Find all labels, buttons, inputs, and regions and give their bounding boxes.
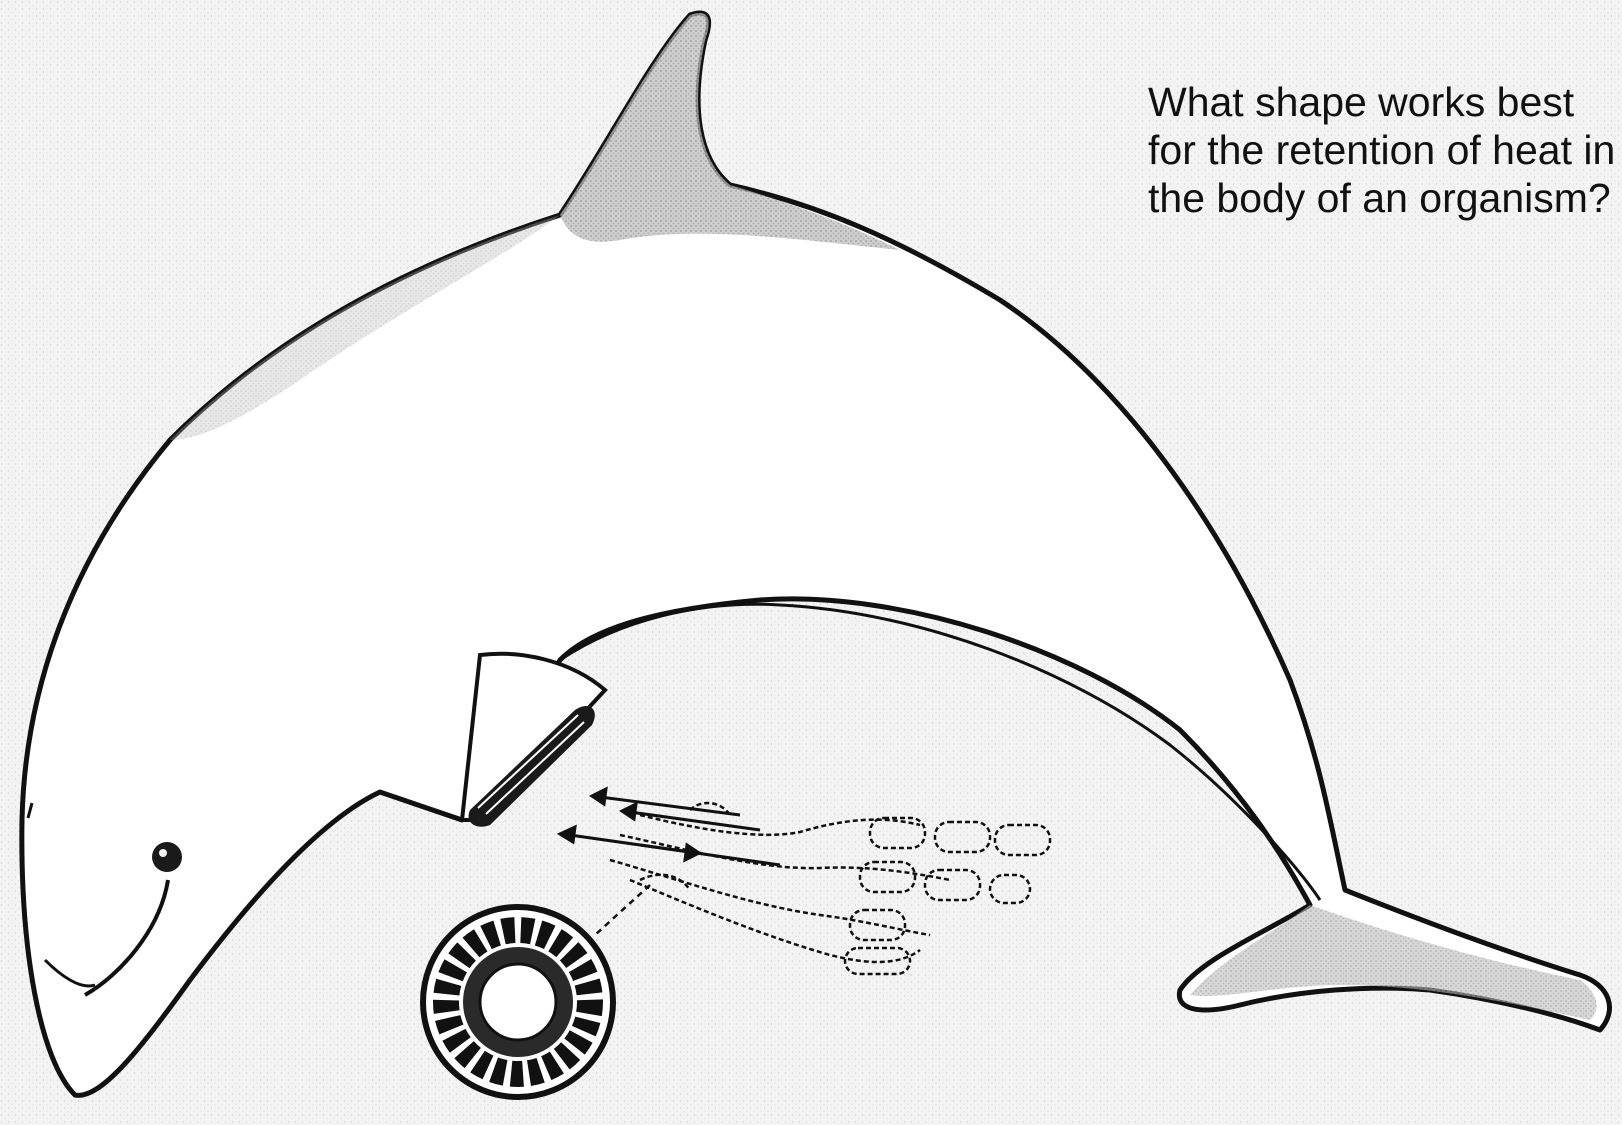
vessel-cross-section (423, 907, 613, 1097)
question-line-2: for the retention of heat in (1148, 126, 1622, 174)
question-text: What shape works best for the retention … (1148, 78, 1622, 222)
eye (152, 842, 182, 872)
question-line-1: What shape works best (1148, 78, 1622, 126)
question-line-3: the body of an organism? (1148, 174, 1622, 222)
